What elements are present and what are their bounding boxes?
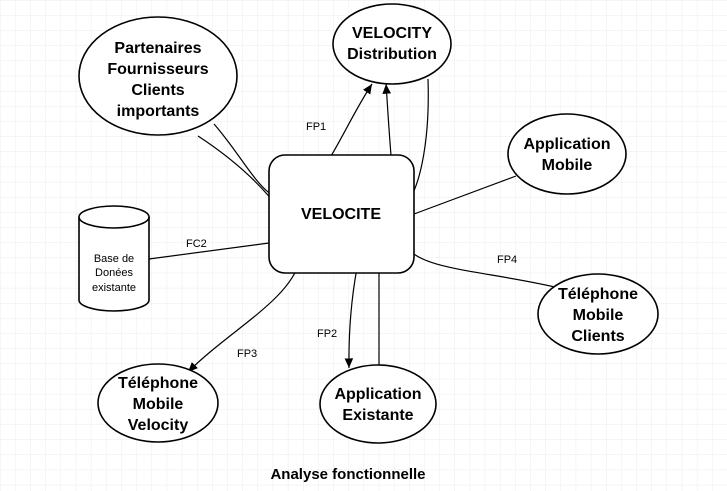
node-base-donnees-body — [78, 217, 150, 312]
node-base-donnees: Base de Donées existante — [78, 205, 150, 312]
node-velocite-shape — [268, 154, 415, 274]
label-fc2: FC2 — [186, 238, 207, 250]
node-telephone-velocity: Téléphone Mobile Velocity — [97, 363, 219, 443]
node-application-mobile: Application Mobile — [507, 113, 627, 195]
edge-fc2 — [148, 242, 270, 260]
node-application-mobile-line-1: Application — [523, 136, 610, 153]
node-application-existante-line-1: Application — [334, 386, 421, 403]
node-partenaires: Partenaires Fournisseurs Clients importa… — [78, 16, 238, 136]
node-telephone-velocity-line-2: Mobile — [133, 396, 184, 413]
node-base-donnees-line-1: Base de — [94, 253, 134, 265]
node-application-mobile-line-2: Mobile — [542, 157, 593, 174]
node-application-mobile-shape — [507, 113, 627, 195]
node-velocite-label: VELOCITE — [301, 206, 381, 223]
node-partenaires-line-2: Fournisseurs — [107, 61, 208, 78]
edge-app-mobile-center — [413, 175, 517, 215]
label-fp3: FP3 — [237, 348, 257, 360]
edge-labels: FP1 FC2 FP4 FP2 FP3 — [186, 121, 517, 360]
diagram-title: Analyse fonctionnelle — [270, 466, 425, 483]
node-telephone-clients-line-2: Mobile — [573, 307, 624, 324]
node-velocity-distribution: VELOCITY Distribution — [332, 3, 452, 85]
node-partenaires-line-3: Clients — [131, 82, 184, 99]
node-telephone-velocity-line-1: Téléphone — [118, 375, 198, 392]
node-telephone-clients-line-1: Téléphone — [558, 286, 638, 303]
node-base-donnees-line-3: existante — [92, 282, 136, 294]
node-velocity-distribution-line-1: VELOCITY — [352, 25, 432, 42]
node-partenaires-line-1: Partenaires — [114, 40, 201, 57]
label-fp2: FP2 — [317, 328, 337, 340]
node-telephone-clients: Téléphone Mobile Clients — [537, 273, 659, 355]
node-velocity-distribution-line-2: Distribution — [347, 46, 437, 63]
node-telephone-velocity-line-3: Velocity — [128, 417, 189, 434]
node-velocity-distribution-shape — [332, 3, 452, 85]
node-partenaires-line-4: importants — [117, 103, 200, 120]
node-application-existante-shape — [319, 364, 437, 444]
node-partenaires-shape — [78, 16, 238, 136]
node-velocite: VELOCITE — [268, 154, 415, 274]
node-telephone-clients-line-3: Clients — [571, 328, 624, 345]
node-application-existante-line-2: Existante — [342, 407, 413, 424]
node-application-existante: Application Existante — [319, 364, 437, 444]
label-fp1: FP1 — [306, 121, 326, 133]
node-base-donnees-line-2: Donées — [95, 267, 133, 279]
node-telephone-velocity-shape — [97, 363, 219, 443]
node-base-donnees-top — [78, 205, 150, 229]
label-fp4: FP4 — [497, 254, 517, 266]
node-telephone-clients-shape — [537, 273, 659, 355]
